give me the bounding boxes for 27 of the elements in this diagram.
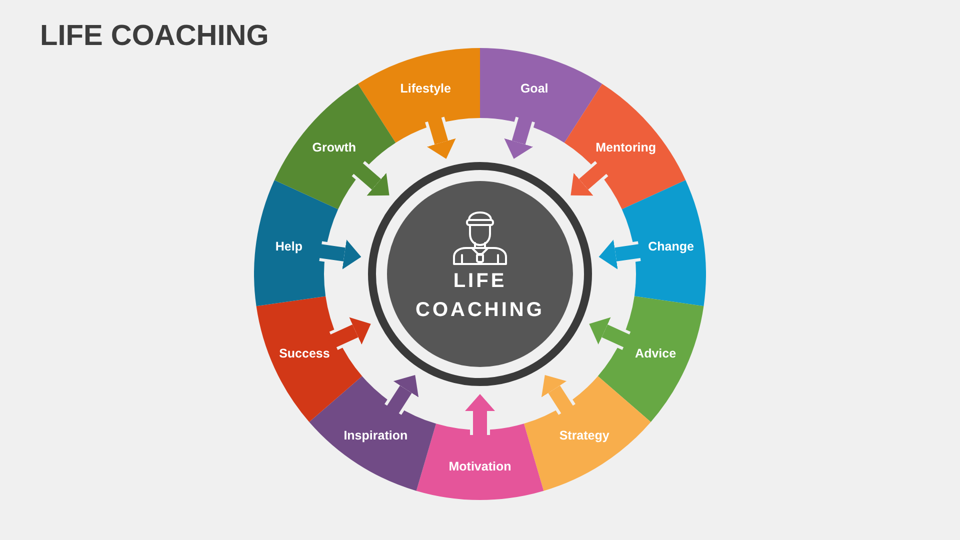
segment-label: Growth [312,140,356,156]
wheel-segment [597,296,704,422]
wheel-segment [523,376,651,491]
segment-label: Advice [635,346,676,362]
segment-label: Help [275,239,302,254]
wheel-segment [274,83,396,210]
wheel-segment [416,423,544,500]
center-circle [368,162,592,386]
wheel-segment [309,376,437,491]
arrow [570,160,610,196]
wheel-segment [564,83,686,210]
segment-label: Motivation [448,460,512,474]
wheel-segment [256,296,363,422]
segment-label: Inspiration [344,428,408,444]
wheel-segment [254,180,339,307]
segment-label: Change [648,239,694,254]
wheel-segment [621,180,706,307]
arrow [350,160,390,196]
page-title: LIFE COACHING [40,20,269,53]
wheel-segment [480,48,603,143]
segment-label: Success [279,346,330,362]
wheel-segment [357,48,480,143]
segment-label: Goal [520,81,548,96]
center-title: LIFE COACHING [414,269,546,323]
segment-label: Mentoring [596,140,656,156]
segment-label: Strategy [559,428,610,444]
segment-label: Lifestyle [400,81,451,96]
